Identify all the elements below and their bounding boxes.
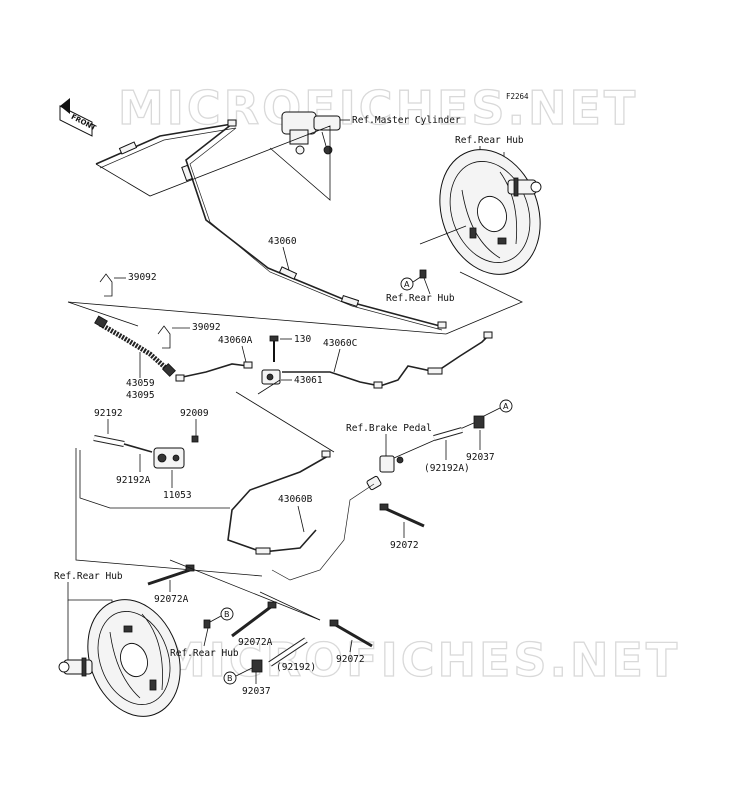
label-43060a: 43060A bbox=[218, 335, 253, 346]
label-ref-master-cylinder: Ref.Master Cylinder bbox=[352, 115, 461, 126]
watermark-bottom: MICROFICHES.NET bbox=[160, 633, 680, 687]
label-92072-bottom: 92072 bbox=[336, 654, 365, 665]
label-ref-rear-hub-mid: Ref.Rear Hub bbox=[386, 293, 455, 304]
cable-tie-92072a-bottom bbox=[231, 601, 277, 638]
label-92192a: 92192A bbox=[116, 475, 151, 486]
label-92192a-paren: (92192A) bbox=[424, 463, 470, 474]
label-92192: 92192 bbox=[94, 408, 123, 419]
label-43060b: 43060B bbox=[278, 494, 313, 505]
brake-valve-11053 bbox=[153, 447, 185, 469]
brake-pipe-43060b bbox=[227, 450, 331, 555]
label-92192-paren: (92192) bbox=[276, 662, 316, 673]
callout-b-bottom bbox=[223, 671, 237, 685]
label-92072-right: 92072 bbox=[390, 540, 419, 551]
nut-92037-right bbox=[473, 415, 485, 429]
label-130: 130 bbox=[294, 334, 311, 345]
callout-a-top bbox=[400, 277, 414, 291]
label-39092-b: 39092 bbox=[192, 322, 221, 333]
label-11053: 11053 bbox=[163, 490, 192, 501]
label-ref-rear-hub-left: Ref.Rear Hub bbox=[54, 571, 123, 582]
label-92037-right: 92037 bbox=[466, 452, 495, 463]
callout-b-top bbox=[220, 607, 234, 621]
nut-92037-bottom bbox=[251, 659, 263, 673]
brake-pipe-43060 bbox=[95, 119, 447, 331]
label-92009: 92009 bbox=[180, 408, 209, 419]
callout-a-right-label: A bbox=[503, 402, 509, 411]
hose-92192a-paren bbox=[433, 427, 463, 441]
label-92072a-bottom: 92072A bbox=[238, 637, 273, 648]
callout-b-bottom-label: B bbox=[227, 674, 233, 683]
label-ref-brake-pedal: Ref.Brake Pedal bbox=[346, 423, 432, 434]
master-cylinder bbox=[281, 111, 341, 155]
wheel-cylinder-top bbox=[507, 177, 542, 197]
label-43060: 43060 bbox=[268, 236, 297, 247]
hose-92192-paren bbox=[268, 637, 308, 667]
label-92072a-left: 92072A bbox=[154, 594, 189, 605]
callout-a-right bbox=[499, 399, 513, 413]
hose-92192 bbox=[93, 435, 153, 453]
figure-code: F2264 bbox=[506, 92, 529, 101]
label-ref-rear-hub-top: Ref.Rear Hub bbox=[455, 135, 524, 146]
callout-b-top-label: B bbox=[224, 610, 230, 619]
watermark-top: MICROFICHES.NET bbox=[118, 81, 638, 135]
rear-drum-brake-bottom bbox=[87, 599, 181, 717]
cable-tie-92072-bottom bbox=[329, 619, 373, 648]
rear-drum-brake-top bbox=[439, 149, 541, 275]
wheel-cylinder-bottom bbox=[58, 657, 93, 677]
label-43059: 43059 bbox=[126, 378, 155, 389]
label-43060c: 43060C bbox=[323, 338, 357, 349]
label-43061: 43061 bbox=[294, 375, 323, 386]
brake-hose-43059 bbox=[94, 315, 176, 377]
bolt-130 bbox=[269, 335, 279, 362]
label-43095: 43095 bbox=[126, 390, 155, 401]
callout-a-top-label: A bbox=[404, 280, 410, 289]
cable-tie-92072-right bbox=[379, 503, 425, 528]
brake-pipe-43060a bbox=[175, 361, 253, 382]
brake-pipe-43060c bbox=[282, 331, 493, 389]
label-ref-rear-hub-bottom: Ref.Rear Hub bbox=[170, 648, 239, 659]
label-92037-bottom: 92037 bbox=[242, 686, 271, 697]
front-arrow-icon: FRONT bbox=[59, 98, 97, 137]
joint-block-43061 bbox=[261, 369, 281, 385]
label-39092-a: 39092 bbox=[128, 272, 157, 283]
